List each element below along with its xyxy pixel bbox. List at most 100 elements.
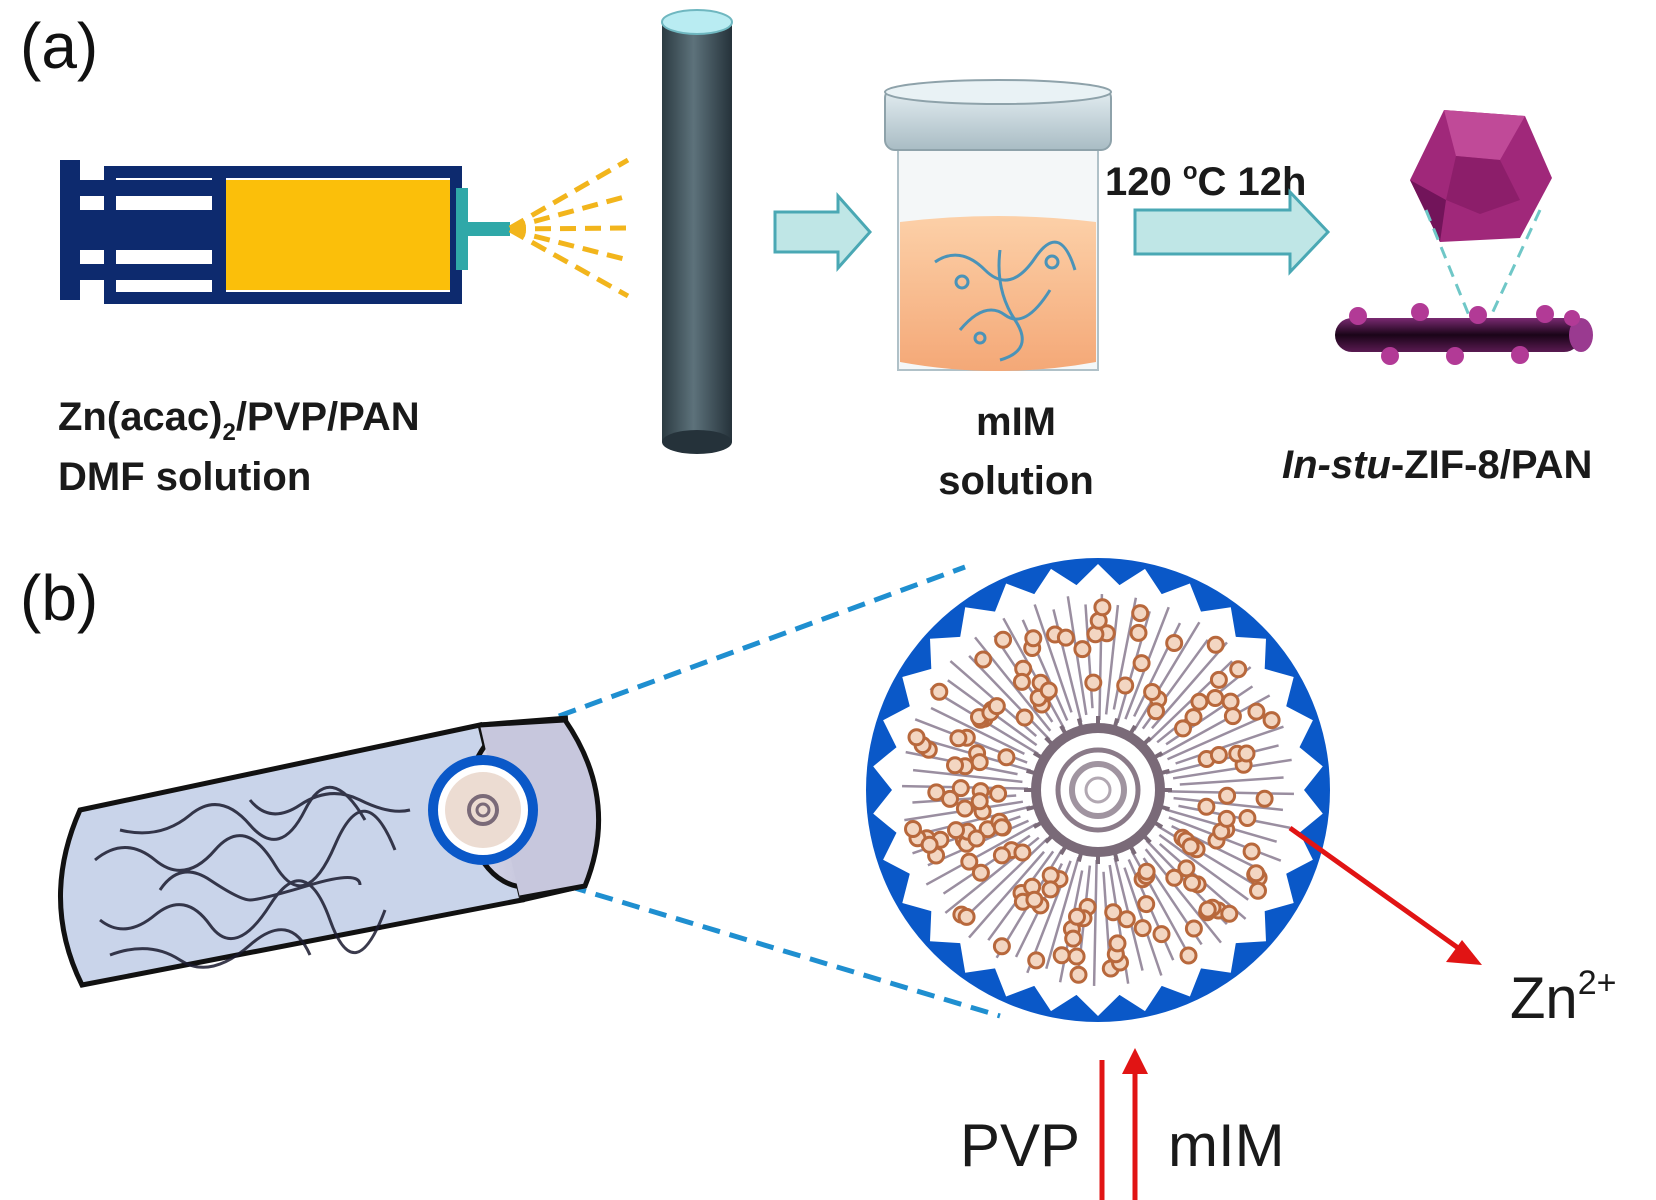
zn-particle [1184,919,1203,938]
spray-jet [508,157,630,299]
pvp-label: PVP [960,1112,1080,1179]
zn-particle [1024,629,1043,648]
pvp-strand [930,706,1025,755]
arrow-to-product [1133,188,1331,276]
pvp-strand [1144,848,1222,944]
core-spike [1059,842,1069,856]
pvp-strand [1045,856,1080,970]
syringe-plunger-flange [60,160,80,300]
zn-particle [1132,654,1151,673]
zn-particle [951,779,970,798]
zn-particle [920,835,939,854]
zn-particle [904,820,922,838]
zn-particle [1015,708,1034,727]
zn-particle [1223,707,1242,726]
reaction-jar [884,79,1112,371]
core-spike [1044,736,1056,748]
core-spike [1150,751,1164,761]
zn-particle [1041,880,1060,899]
core-spike [1026,768,1039,776]
zn-particle [1174,719,1192,738]
mim-label: mIM [1168,1112,1285,1179]
syringe-plunger-head [212,178,226,292]
zn-particle [992,846,1011,865]
zn-particle [1237,744,1256,763]
zif8-crystal [1410,110,1552,242]
zn-particle [955,799,974,818]
zn-particle [1056,628,1075,647]
zn-particle [1198,900,1217,919]
zn-particle [1104,903,1123,922]
zn-particle [1137,862,1156,881]
zoom-lines [479,564,1001,1019]
core-spike [1032,751,1046,761]
zn-particle [1209,670,1228,689]
zn-particle [1133,919,1152,938]
zn-particle [1197,797,1216,816]
zn-particle [1068,907,1086,926]
syringe-plunger-rod-mid [80,210,220,250]
zn-particle [967,829,986,848]
zn-particle [1165,634,1184,652]
zn-particle [1262,711,1281,730]
syringe [60,160,510,304]
core-spike [1026,804,1039,812]
zn-particle [1255,789,1274,808]
zn-particle [1190,692,1209,711]
core-spike [1127,842,1137,856]
pvp-strand [1158,833,1249,901]
fiber-cone [58,715,602,988]
zn-particle [970,753,989,772]
core-spike [1157,804,1170,812]
zif8-pan-fiber [1335,303,1593,365]
zn-particle [974,650,993,669]
zn-particle [1108,934,1127,953]
zn-particle [1117,910,1136,929]
zn-particle [1152,925,1171,944]
core-spike [1127,724,1137,738]
panel-a-label: (a) [20,10,98,82]
zn-particle [1165,868,1184,887]
zn-particle [1084,673,1103,692]
syringe-solution [224,180,450,290]
pvp-strand [917,805,1031,836]
core-spike [1112,849,1120,862]
core-spike [1112,718,1120,731]
zn-particle [1247,702,1266,721]
zn-particle [1064,929,1083,948]
zn-particle [970,792,989,811]
core-spike [1076,718,1084,731]
precursor-label: Zn(acac)2/PVP/PAN [58,395,420,446]
pvp-strand [912,768,1023,784]
zn-particle [994,630,1013,649]
core-spike [1032,819,1046,829]
core-spike [1157,768,1170,776]
zn-particle [1221,692,1240,711]
zn-ion-label: Zn2+ [1510,964,1616,1031]
collector-rod [661,9,733,454]
core-spike [1076,849,1084,862]
zn-particle [1206,635,1225,654]
zn-particle [1238,809,1257,827]
core-spike [1044,832,1056,844]
zn-particle [1229,660,1248,679]
zn-arrow [1288,825,1482,965]
zn-particle [1218,786,1237,805]
zn-particle [949,729,968,748]
pvp-strand [1092,859,1098,986]
precursor-solvent-label: DMF solution [58,455,311,499]
zn-particle [1013,843,1032,862]
zn-particle [947,821,965,840]
zn-particle [1129,623,1148,642]
zn-particle [1116,676,1135,695]
zn-particle [1027,951,1046,970]
core-spike [1140,736,1152,748]
zn-particle [989,784,1008,803]
zn-particle [987,697,1006,716]
pvp-strand [1002,617,1066,730]
fiber-cross-section [866,558,1330,1022]
pvp-strand [1175,725,1284,765]
jar-label-line1: mIM [976,400,1056,444]
zn-particle [1206,689,1225,707]
zn-particle [1143,683,1162,701]
